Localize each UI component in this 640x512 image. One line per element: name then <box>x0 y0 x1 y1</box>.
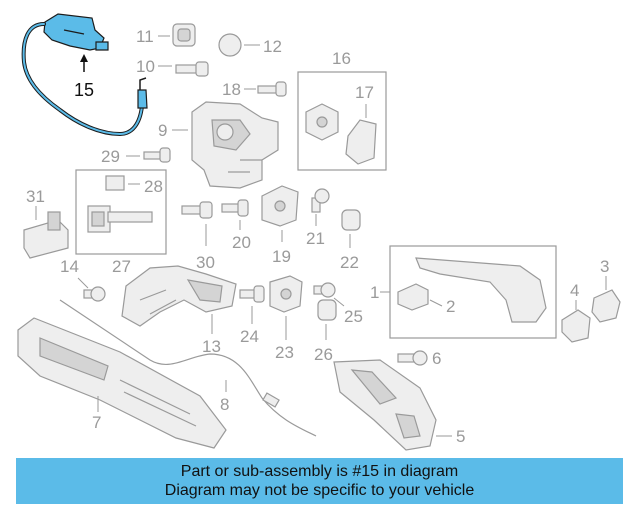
callout-16[interactable]: 16 <box>332 49 351 68</box>
part-5-handle-frame[interactable] <box>333 359 437 451</box>
part-24-bolt[interactable] <box>239 285 265 303</box>
callout-21[interactable]: 21 <box>306 229 325 248</box>
banner-line-1: Part or sub-assembly is #15 in diagram <box>180 463 459 480</box>
part-19-bracket[interactable] <box>261 185 299 227</box>
part-1-outer-handle[interactable] <box>415 257 547 323</box>
part-3-cap[interactable] <box>591 289 621 323</box>
part-31-bracket[interactable] <box>23 211 69 259</box>
callout-7[interactable]: 7 <box>92 413 101 432</box>
part-12-cap[interactable] <box>218 33 242 57</box>
callout-31[interactable]: 31 <box>26 187 45 206</box>
part-7-trim-panel[interactable] <box>17 317 227 449</box>
callout-5[interactable]: 5 <box>456 427 465 446</box>
part-20-bolt[interactable] <box>221 199 249 217</box>
callout-20[interactable]: 20 <box>232 233 251 252</box>
callout-23[interactable]: 23 <box>275 343 294 362</box>
part-2-cover[interactable] <box>397 283 429 311</box>
callout-30[interactable]: 30 <box>196 253 215 272</box>
part-21-screw[interactable] <box>311 188 330 213</box>
callout-27[interactable]: 27 <box>112 257 131 276</box>
part-30-bolt[interactable] <box>181 201 213 219</box>
callout-14[interactable]: 14 <box>60 257 79 276</box>
callout-12[interactable]: 12 <box>263 37 282 56</box>
callout-10[interactable]: 10 <box>136 57 155 76</box>
part-6-screw[interactable] <box>397 350 428 366</box>
part-25-screw[interactable] <box>313 282 336 298</box>
part-23-bracket[interactable] <box>269 275 303 313</box>
part-17-pad[interactable] <box>345 119 377 165</box>
callout-29[interactable]: 29 <box>101 147 120 166</box>
callout-17[interactable]: 17 <box>355 83 374 102</box>
box-27-frame <box>75 169 167 255</box>
callout-1[interactable]: 1 <box>370 283 379 302</box>
part-9-latch[interactable] <box>191 101 279 189</box>
callout-28[interactable]: 28 <box>144 177 163 196</box>
part-29-bolt[interactable] <box>143 147 171 163</box>
part-8-cable[interactable] <box>59 299 317 437</box>
callout-8[interactable]: 8 <box>220 395 229 414</box>
callout-18[interactable]: 18 <box>222 80 241 99</box>
callout-19[interactable]: 19 <box>272 247 291 266</box>
callout-24[interactable]: 24 <box>240 327 259 346</box>
box-16-frame <box>297 71 387 171</box>
callout-6[interactable]: 6 <box>432 349 441 368</box>
banner-line-2: Diagram may not be specific to your vehi… <box>164 482 475 499</box>
part-18-bolt[interactable] <box>257 81 287 97</box>
callout-2[interactable]: 2 <box>446 297 455 316</box>
callout-4[interactable]: 4 <box>570 281 579 300</box>
callout-25-leader <box>333 297 345 307</box>
callout-26[interactable]: 26 <box>314 345 333 364</box>
part-14-screw[interactable] <box>83 286 106 302</box>
callout-9[interactable]: 9 <box>158 121 167 140</box>
callout-15[interactable]: 15 <box>74 80 94 100</box>
callout-15-arrow <box>80 54 88 62</box>
part-22-cap[interactable] <box>341 209 361 231</box>
part-4-gasket[interactable] <box>561 309 591 343</box>
part-15-cable-assembly[interactable] <box>21 13 148 137</box>
callout-2-leader <box>429 299 443 307</box>
part-27-check-arm[interactable] <box>87 205 153 233</box>
callout-25[interactable]: 25 <box>344 307 363 326</box>
info-banner: Part or sub-assembly is #15 in diagram D… <box>16 458 623 504</box>
part-16-hole <box>316 116 328 128</box>
part-10-bolt[interactable] <box>175 61 209 77</box>
part-28-clip[interactable] <box>105 175 125 191</box>
callout-22[interactable]: 22 <box>340 253 359 272</box>
callout-13[interactable]: 13 <box>202 337 221 356</box>
callout-14-leader <box>77 277 89 289</box>
part-26-cap[interactable] <box>317 299 337 321</box>
callout-3[interactable]: 3 <box>600 257 609 276</box>
part-13-handle-bracket[interactable] <box>121 265 237 327</box>
callout-11[interactable]: 11 <box>136 27 154 46</box>
part-11-plug-inner <box>177 28 191 42</box>
